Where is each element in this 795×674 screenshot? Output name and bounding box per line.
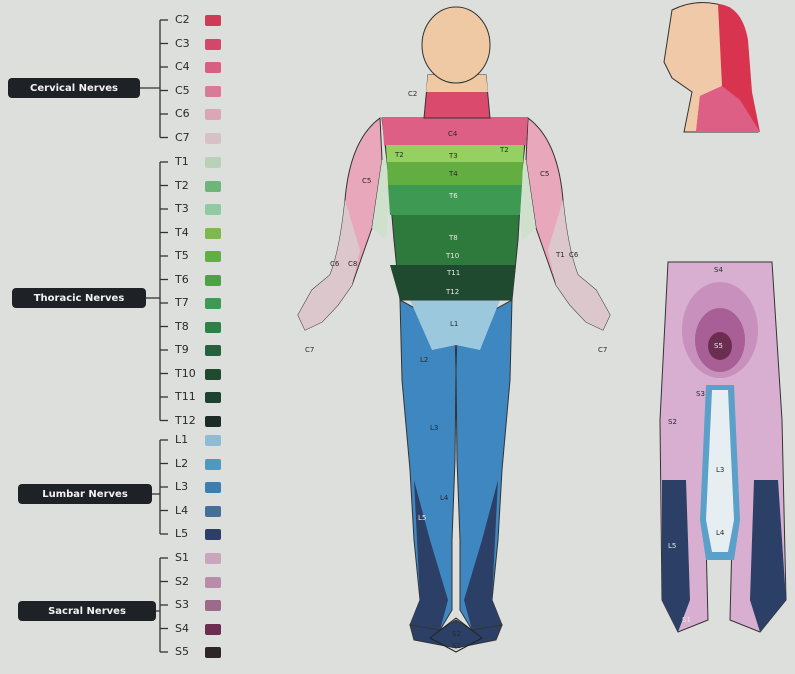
body-label-c6-right: C6 [569,251,579,259]
body-label-t12: T12 [445,288,459,296]
body-label-c7-right: C7 [598,346,607,354]
body-label-t11: T11 [446,269,460,277]
back-legs-figure [660,262,786,632]
head-profile-figure [664,2,760,132]
body-label-l4: L4 [440,494,449,502]
body-label-l3: L3 [430,424,438,432]
body-label-l1: L1 [450,320,458,328]
body-label-c5-right: C5 [540,170,549,178]
head [422,7,490,83]
front-body-figure [298,7,610,652]
body-label-t8: T8 [448,234,458,242]
body-label-t10: T10 [445,252,459,260]
body-label-c7-left: C7 [305,346,314,354]
body-label-t6: T6 [448,192,458,200]
body-label-t3: T3 [448,152,458,160]
body-label-t2-right: T2 [499,146,509,154]
back-label-s2: S2 [668,418,677,426]
back-label-s4: S4 [714,266,723,274]
body-label-c5-left: C5 [362,177,371,185]
back-label-l5: L5 [668,542,676,550]
body-label-c8: C8 [348,260,357,268]
body-label-c4: C4 [448,130,458,138]
back-label-l3: L3 [716,466,724,474]
back-label-s1: S1 [682,616,691,624]
body-label-s1: S1 [452,642,461,650]
back-label-s5: S5 [714,342,723,350]
body-label-t1: T1 [555,251,565,259]
body-label-t2-left: T2 [394,151,404,159]
back-label-s3: S3 [696,390,705,398]
body-label-l2: L2 [420,356,428,364]
body-label-c6-left: C6 [330,260,340,268]
body-label-s2: S2 [452,630,461,638]
back-label-l4: L4 [716,529,725,537]
body-label-l5: L5 [418,514,426,522]
body-label-t4: T4 [448,170,458,178]
body-label-c2: C2 [408,90,417,98]
